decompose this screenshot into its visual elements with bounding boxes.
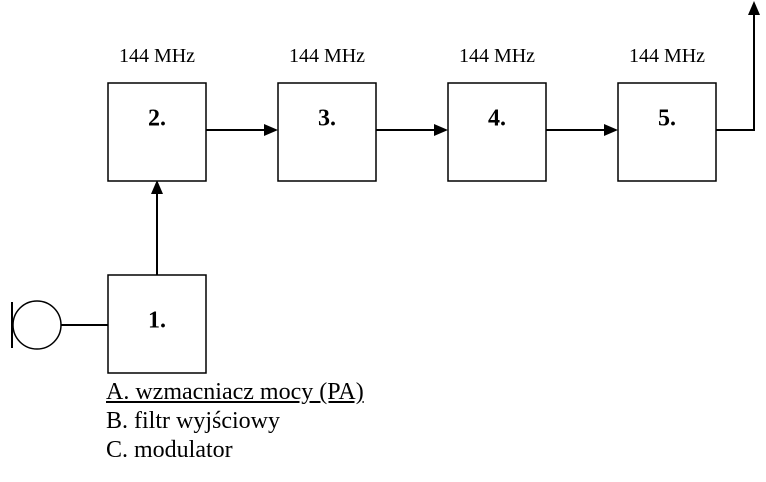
arrowhead-block-5 (604, 124, 618, 136)
arrowhead-output (748, 1, 760, 15)
arrowhead-block-2 (151, 180, 163, 194)
option-c: C. modulator (106, 437, 233, 463)
block-5 (617, 82, 717, 182)
block-4-label: 4. (488, 106, 506, 132)
block-2 (107, 82, 207, 182)
block-4 (447, 82, 547, 182)
block-1 (107, 274, 207, 374)
arrowhead-block-3 (264, 124, 278, 136)
block-5-label: 5. (658, 106, 676, 132)
option-b: B. filtr wyjściowy (106, 408, 280, 434)
microphone-icon (11, 300, 62, 350)
block-2-frequency: 144 MHz (119, 45, 195, 67)
arrowhead-block-4 (434, 124, 448, 136)
block-3 (277, 82, 377, 182)
block-3-label: 3. (318, 106, 336, 132)
block-3-frequency: 144 MHz (289, 45, 365, 67)
option-a: A. wzmacniacz mocy (PA) (106, 379, 364, 405)
wire-block-5-output (716, 14, 755, 131)
block-5-frequency: 144 MHz (629, 45, 705, 67)
block-1-label: 1. (148, 308, 166, 334)
block-4-frequency: 144 MHz (459, 45, 535, 67)
block-2-label: 2. (148, 106, 166, 132)
answer-options: A. wzmacniacz mocy (PA) B. filtr wyjścio… (106, 378, 364, 465)
